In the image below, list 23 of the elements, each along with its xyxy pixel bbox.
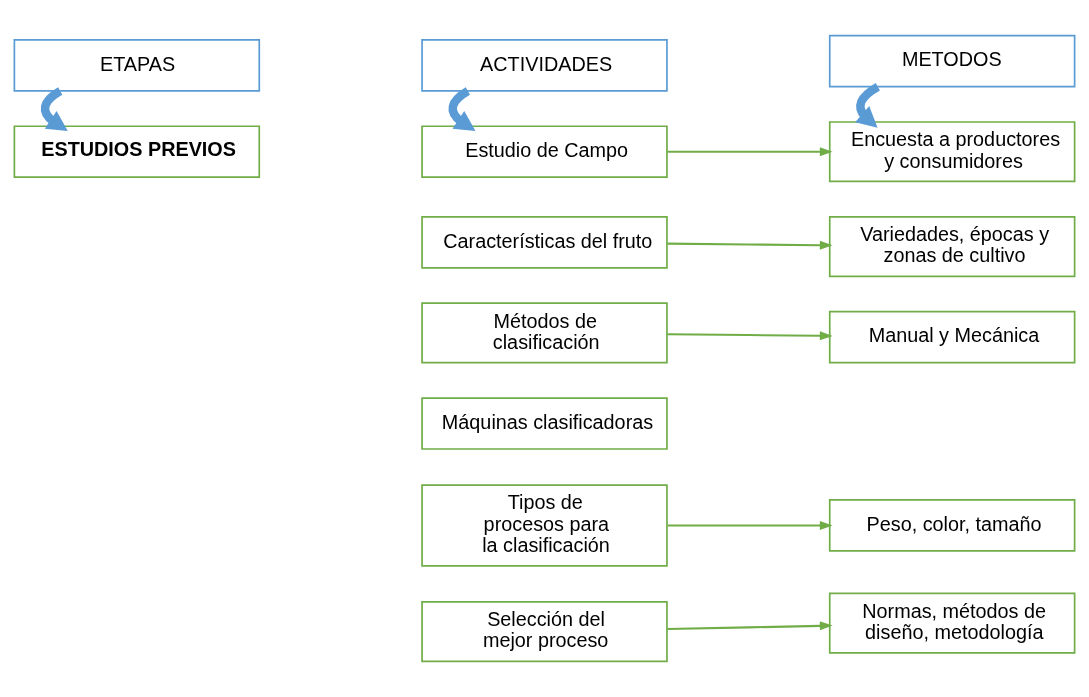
node-box: Normas, métodos de diseño, metodología [828, 592, 1076, 654]
node-box: Encuesta a productores y consumidores [828, 121, 1076, 183]
arrow [667, 240, 833, 250]
arrow [667, 621, 833, 631]
node-box: Peso, color, tamaño [828, 499, 1076, 552]
node-box: Máquinas clasificadoras [421, 397, 668, 450]
node-box: Características del fruto [421, 216, 668, 269]
arrow [448, 87, 476, 132]
node-box: ACTIVIDADES [421, 39, 668, 92]
node-box: ESTUDIOS PREVIOS [13, 125, 261, 179]
arrow [667, 520, 833, 530]
node-box: Tipos de procesos para la clasificación [421, 484, 668, 567]
arrow [855, 83, 881, 128]
node-box: METODOS [828, 34, 1076, 88]
node-box: ETAPAS [13, 39, 261, 92]
node-box: Estudio de Campo [421, 125, 668, 179]
arrow [667, 331, 833, 341]
arrow [40, 87, 68, 132]
node-box: Selección del mejor proceso [421, 601, 668, 663]
node-box: Manual y Mecánica [828, 310, 1076, 364]
node-box: Variedades, épocas y zonas de cultivo [828, 216, 1076, 278]
arrow [667, 147, 833, 157]
node-box: Métodos de clasificación [421, 302, 668, 364]
